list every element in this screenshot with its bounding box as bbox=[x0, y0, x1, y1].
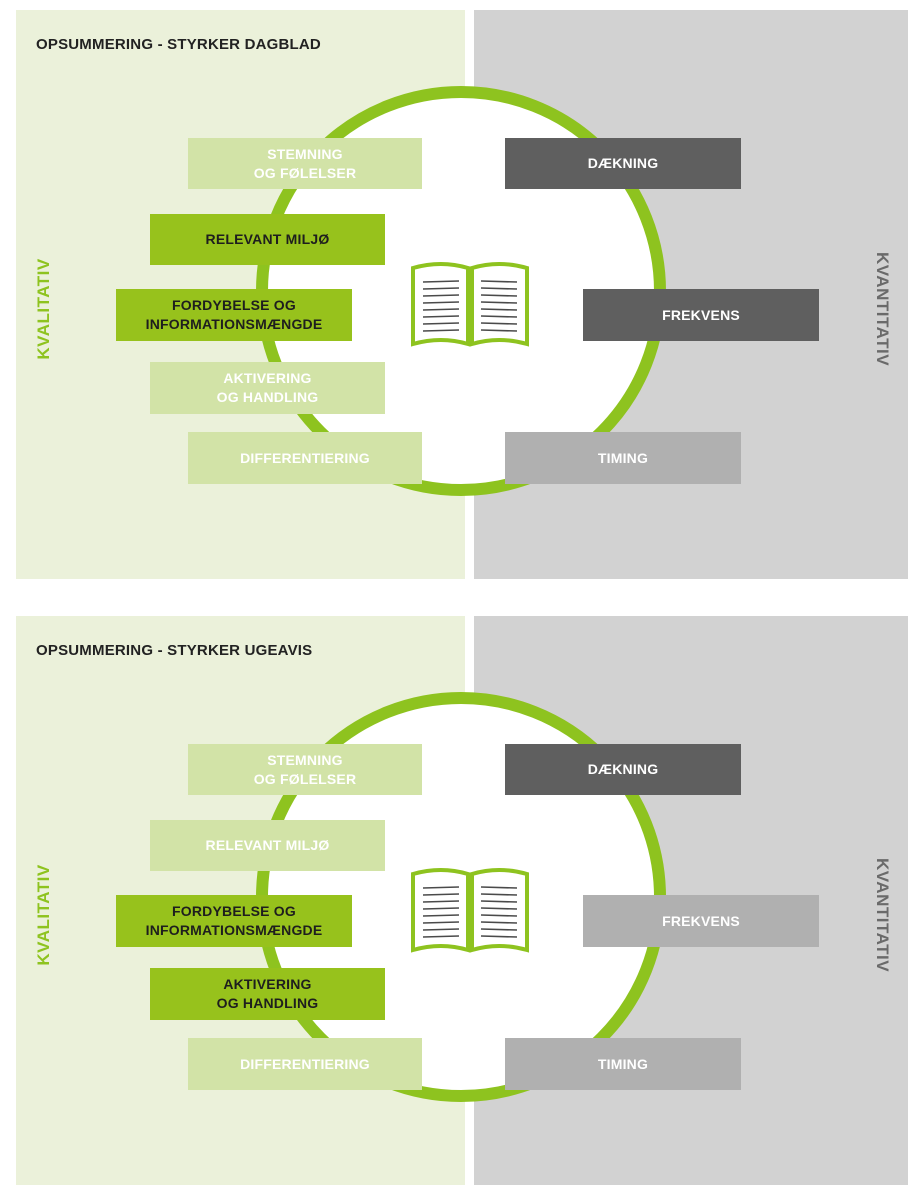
box-fordybelse: FORDYBELSE OG INFORMATIONSMÆNGDE bbox=[116, 289, 352, 341]
box-line: STEMNING bbox=[267, 145, 343, 162]
open-book-icon bbox=[411, 262, 529, 347]
box-differentiering: DIFFERENTIERING bbox=[188, 1038, 422, 1090]
quantitative-label: KVANTITATIV bbox=[873, 251, 892, 367]
box-line: TIMING bbox=[597, 1055, 649, 1072]
summary-panel-ugeavis: OPSUMMERING - STYRKER UGEAVIS KVALITATIV… bbox=[16, 616, 908, 1185]
box-line: OG HANDLING bbox=[216, 995, 319, 1011]
box-frekvens: FREKVENS bbox=[583, 289, 819, 341]
box-line: RELEVANT MILJØ bbox=[205, 837, 330, 853]
qualitative-label: KVALITATIV bbox=[34, 258, 53, 360]
box-line: RELEVANT MILJØ bbox=[205, 231, 330, 247]
box-line: AKTIVERING bbox=[223, 976, 312, 992]
summary-panel-dagblad: OPSUMMERING - STYRKER DAGBLAD KVALITATIV… bbox=[16, 10, 908, 579]
box-line: INFORMATIONSMÆNGDE bbox=[145, 922, 323, 938]
box-line: FREKVENS bbox=[662, 912, 740, 929]
open-book-icon bbox=[411, 868, 529, 953]
box-line: DÆKNING bbox=[587, 155, 659, 171]
box-stemning: STEMNING OG FØLELSER bbox=[188, 744, 422, 795]
box-line: OG FØLELSER bbox=[253, 164, 357, 181]
box-line: FREKVENS bbox=[662, 306, 740, 323]
box-relevant-miljo: RELEVANT MILJØ bbox=[150, 820, 385, 871]
box-line: OG FØLELSER bbox=[253, 770, 357, 787]
box-line: INFORMATIONSMÆNGDE bbox=[145, 316, 323, 332]
box-line: OG HANDLING bbox=[216, 389, 319, 405]
box-line: TIMING bbox=[597, 449, 649, 466]
box-daekning: DÆKNING bbox=[505, 138, 741, 189]
box-stemning: STEMNING OG FØLELSER bbox=[188, 138, 422, 189]
box-aktivering: AKTIVERING OG HANDLING bbox=[150, 362, 385, 414]
box-differentiering: DIFFERENTIERING bbox=[188, 432, 422, 484]
qualitative-label: KVALITATIV bbox=[34, 864, 53, 966]
quantitative-label: KVANTITATIV bbox=[873, 857, 892, 973]
box-frekvens: FREKVENS bbox=[583, 895, 819, 947]
box-daekning: DÆKNING bbox=[505, 744, 741, 795]
box-timing: TIMING bbox=[505, 432, 741, 484]
panel-title: OPSUMMERING - STYRKER DAGBLAD bbox=[36, 36, 321, 53]
box-aktivering: AKTIVERING OG HANDLING bbox=[150, 968, 385, 1020]
box-line: DIFFERENTIERING bbox=[240, 1055, 370, 1072]
box-line: DIFFERENTIERING bbox=[240, 449, 370, 466]
box-line: FORDYBELSE OG bbox=[172, 297, 296, 313]
box-line: DÆKNING bbox=[587, 761, 659, 777]
box-line: FORDYBELSE OG bbox=[172, 903, 296, 919]
box-fordybelse: FORDYBELSE OG INFORMATIONSMÆNGDE bbox=[116, 895, 352, 947]
panel-title: OPSUMMERING - STYRKER UGEAVIS bbox=[36, 642, 313, 659]
box-timing: TIMING bbox=[505, 1038, 741, 1090]
box-line: STEMNING bbox=[267, 751, 343, 768]
box-line: AKTIVERING bbox=[223, 370, 312, 386]
box-relevant-miljo: RELEVANT MILJØ bbox=[150, 214, 385, 265]
